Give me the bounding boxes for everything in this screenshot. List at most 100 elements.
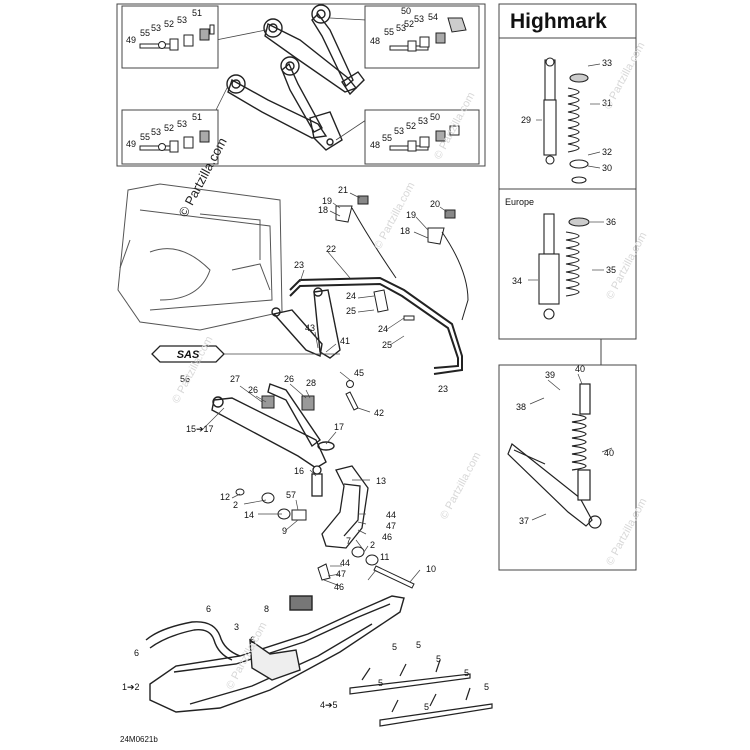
ski-handle-illustration (145, 621, 241, 661)
callout-label: 52 (404, 19, 414, 29)
callout-label: 4➔5 (320, 700, 338, 710)
callout-label: 55 (382, 133, 392, 143)
callout-label: 25 (346, 306, 356, 316)
callout-label: 12 (220, 492, 230, 502)
front-upper-a-arm-illustration (271, 287, 341, 359)
callout-label: 55 (140, 132, 150, 142)
hardware-box-2: 54 50 53 52 53 55 48 (364, 5, 480, 69)
callout-label: 17 (334, 422, 344, 432)
callout-label: 44 (340, 558, 350, 568)
ski-illustration (149, 595, 405, 713)
callout-label: 20 (430, 199, 440, 209)
callout-label: 53 (177, 119, 187, 129)
callout-label: 9 (282, 526, 287, 536)
callout-label: 5 (392, 642, 397, 652)
watermark-text: © Partzilla.com (170, 334, 215, 405)
callout-label: 46 (382, 532, 392, 542)
callout-label: 19 (322, 196, 332, 206)
callout-label: 54 (428, 12, 438, 22)
callout-label: 18 (400, 226, 410, 236)
callout-label: 51 (192, 112, 202, 122)
callout-label: 3 (234, 622, 239, 632)
callout-label: 56 (180, 374, 190, 384)
callout-label: 35 (606, 265, 616, 275)
callout-label: 23 (438, 384, 448, 394)
svg-text:SAS: SAS (177, 349, 200, 361)
drawing-code: 24M0621b (120, 735, 158, 744)
chassis-frame-illustration (117, 183, 283, 331)
callout-label: 15➔17 (186, 424, 214, 434)
coil-spring-illustration (567, 73, 589, 184)
callout-label: 41 (340, 336, 350, 346)
sway-bar-link-illustration (335, 195, 469, 321)
callout-label: 6 (206, 604, 211, 614)
hardware-box-1: 51 53 52 53 55 49 (121, 5, 219, 69)
callout-label: 5 (484, 682, 489, 692)
shock-absorber-illustration (543, 57, 557, 165)
callout-label: 27 (230, 374, 240, 384)
callout-label: 32 (602, 147, 612, 157)
callout-label: 48 (370, 36, 380, 46)
callout-label: 53 (394, 126, 404, 136)
spindle-illustration (311, 465, 369, 549)
callout-label: 16 (294, 466, 304, 476)
callout-label: 24 (346, 291, 356, 301)
callout-label: 30 (602, 163, 612, 173)
callout-label: 6 (250, 635, 255, 645)
callout-label: 2 (370, 540, 375, 550)
callout-label: 53 (177, 15, 187, 25)
callout-label: 10 (426, 564, 436, 574)
callout-label: 18 (318, 205, 328, 215)
callout-label: 50 (430, 112, 440, 122)
callout-label: 38 (516, 402, 526, 412)
callout-label: 51 (192, 8, 202, 18)
callout-label: 46 (334, 582, 344, 592)
lower-a-arm-illustration (226, 56, 343, 151)
upper-a-arm-illustration (263, 4, 365, 96)
callout-label: 39 (545, 370, 555, 380)
model-title: Highmark (510, 10, 607, 33)
callout-label: 33 (602, 58, 612, 68)
link-end-illustration (261, 380, 359, 411)
callout-label: 57 (286, 490, 296, 500)
callout-label: 22 (326, 244, 336, 254)
callout-label: 5 (416, 640, 421, 650)
hardware-box-3: 51 53 52 53 55 49 (121, 109, 219, 165)
callout-label: 45 (354, 368, 364, 378)
callout-label: 5 (424, 702, 429, 712)
callout-label: 49 (126, 35, 136, 45)
shock-panel: Highmark 33 31 29 32 30 Euro (498, 3, 637, 571)
callout-label: 50 (401, 6, 411, 16)
callout-label: 43 (305, 323, 315, 333)
callout-label: 52 (406, 121, 416, 131)
callout-label: 53 (414, 14, 424, 24)
bracket-illustration (373, 289, 415, 321)
main-callouts: 21 19 18 20 19 18 22 23 24 25 24 25 43 4… (122, 185, 489, 712)
callout-label: 19 (406, 210, 416, 220)
callout-label: 5 (378, 678, 383, 688)
bushing-illustration (235, 488, 415, 589)
callout-label: 14 (244, 510, 254, 520)
callout-label: 21 (338, 185, 348, 195)
europe-shock-illustration (538, 213, 590, 320)
callout-label: 13 (376, 476, 386, 486)
watermark-text: © Partzilla.com (438, 450, 483, 521)
callout-label: 53 (396, 23, 406, 33)
callout-label: 2 (233, 500, 238, 510)
callout-label: 52 (164, 123, 174, 133)
callout-label: 34 (512, 276, 522, 286)
a-arm-detail-box: 51 53 52 53 55 49 54 50 53 52 53 55 48 (116, 3, 486, 167)
hardware-box-4: 50 53 52 53 55 48 (364, 109, 480, 165)
rear-a-arm-illustration (507, 383, 602, 529)
callout-label: 37 (519, 516, 529, 526)
callout-label: 47 (386, 521, 396, 531)
front-lower-a-arm-illustration (211, 383, 335, 469)
callout-label: 55 (140, 28, 150, 38)
callout-label: 11 (380, 552, 389, 562)
callout-label: 40 (604, 448, 614, 458)
callout-label: 24 (378, 324, 388, 334)
callout-label: 40 (575, 364, 585, 374)
callout-label: 55 (384, 27, 394, 37)
callout-label: 44 (386, 510, 396, 520)
callout-label: 52 (164, 19, 174, 29)
